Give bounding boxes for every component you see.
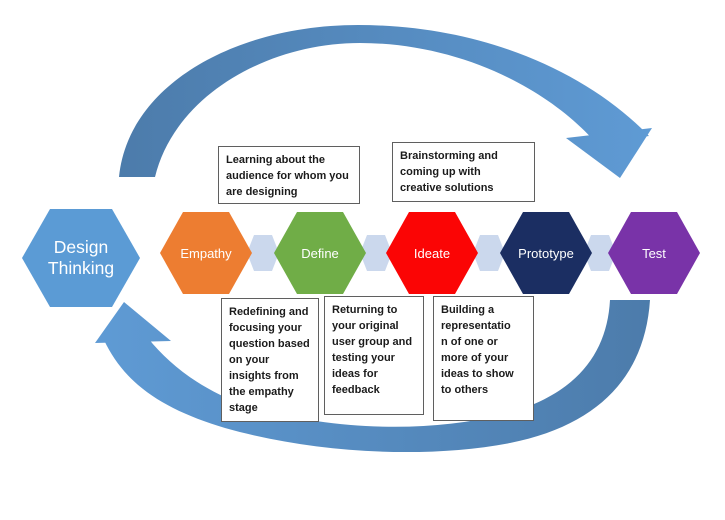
prototype-hexagon-shape	[500, 212, 592, 294]
define-label: Define	[301, 246, 339, 261]
define-hexagon-shape	[274, 212, 366, 294]
stage-hexagon-test: Test	[608, 212, 700, 294]
connector-hexagon	[584, 235, 616, 271]
empathy-hexagon-shape	[160, 212, 252, 294]
top-cycle-arrow-body	[119, 25, 649, 177]
prototype-label: Prototype	[518, 246, 574, 261]
connector-hexagons	[247, 235, 616, 271]
prototype-note: Building a representatio n of one or mor…	[433, 296, 534, 421]
stage-hexagon-define: Define	[274, 212, 366, 294]
top-cycle-arrowhead-icon	[566, 128, 652, 178]
connector-hexagon	[360, 235, 392, 271]
stage-hexagons: Empathy Define Ideate Prototype Test	[160, 212, 700, 294]
design-thinking-hexagon-shape	[22, 209, 140, 307]
top-cycle-arrow	[119, 25, 652, 178]
ideate-hexagon-shape	[386, 212, 478, 294]
test-note: Returning to your original user group an…	[324, 296, 424, 415]
stage-hexagon-prototype: Prototype	[500, 212, 592, 294]
connector-hexagon	[247, 235, 279, 271]
empathy-note: Learning about the audience for whom you…	[218, 146, 360, 204]
connector-hexagon	[473, 235, 505, 271]
design-thinking-hexagon: Design Thinking	[22, 209, 140, 307]
empathy-label: Empathy	[180, 246, 232, 261]
define-note: Redefining and focusing your question ba…	[221, 298, 319, 422]
test-hexagon-shape	[608, 212, 700, 294]
ideate-label: Ideate	[414, 246, 450, 261]
stage-hexagon-empathy: Empathy	[160, 212, 252, 294]
design-thinking-label-line2: Thinking	[48, 258, 114, 278]
test-label: Test	[642, 246, 666, 261]
ideate-note: Brainstorming and coming up with creativ…	[392, 142, 535, 202]
stage-hexagon-ideate: Ideate	[386, 212, 478, 294]
bottom-cycle-arrowhead-icon	[95, 302, 171, 343]
design-thinking-label-line1: Design	[54, 237, 108, 257]
